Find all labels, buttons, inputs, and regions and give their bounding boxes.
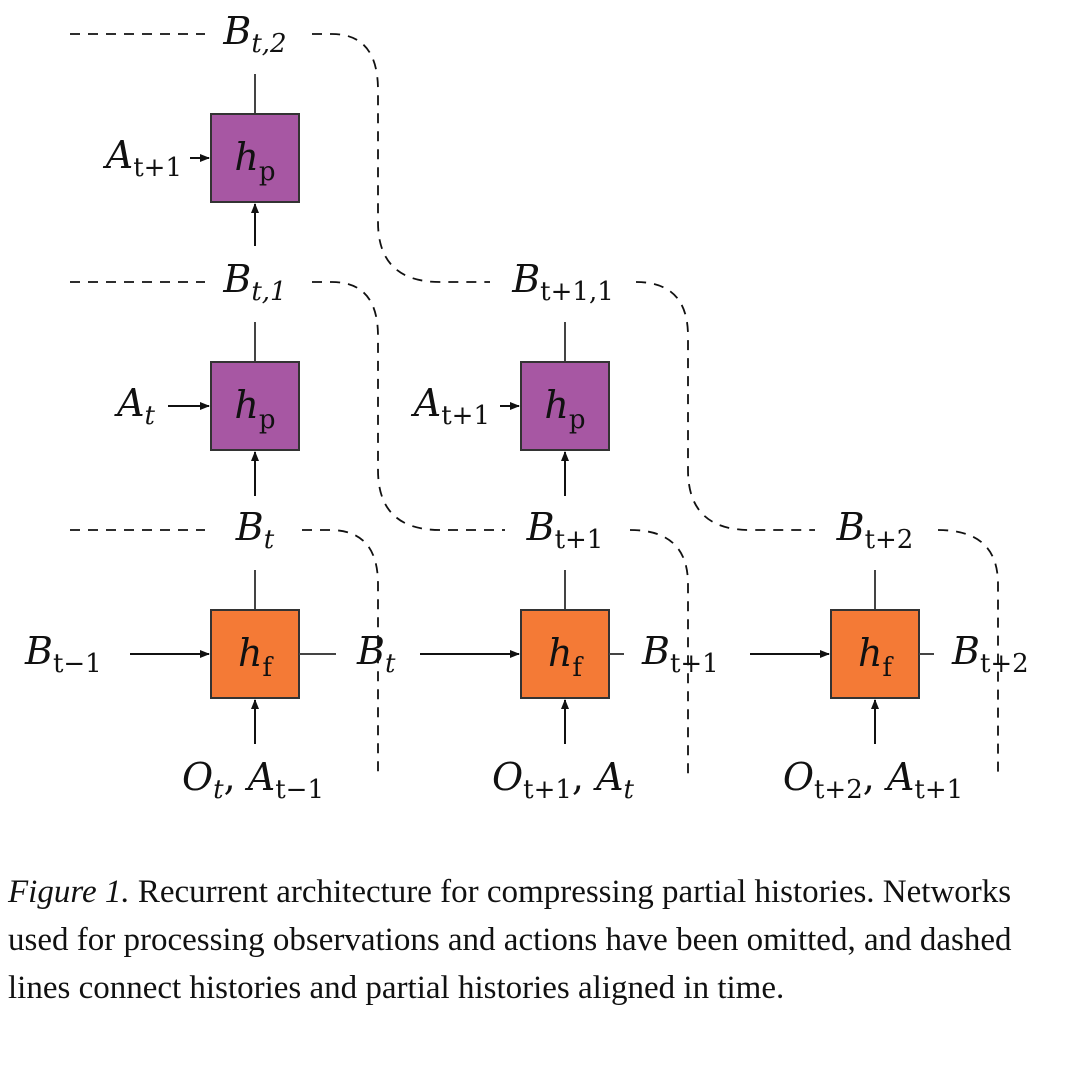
dashed-line-bt11-curve xyxy=(635,281,815,531)
caption-text: Recurrent architecture for compressing p… xyxy=(8,874,1012,1006)
label-b-tm1: Bt−1 xyxy=(24,629,102,679)
hp-node-t-2-label: hp xyxy=(234,135,275,187)
hp-node-t1-1-label: hp xyxy=(544,383,585,435)
dashed-line-bt1-curve xyxy=(312,281,505,531)
label-b-t1-out: Bt+1 xyxy=(641,629,719,679)
math-labels: Bt,2 At+1 Bt,1 Bt+1,1 At At+1 Bt Bt+1 Bt… xyxy=(24,9,1029,805)
hf-node-t xyxy=(210,609,300,699)
dashed-alignment-lines xyxy=(70,33,999,775)
hp-node-t-1-label: hp xyxy=(234,383,275,435)
figure-caption: Figure 1. Recurrent architecture for com… xyxy=(8,868,1053,1012)
label-b-t2-out: Bt+2 xyxy=(951,629,1029,679)
label-a-t: At xyxy=(114,381,155,431)
architecture-diagram: hp hp hf hp hf hf xyxy=(24,9,1029,805)
label-b-t1-1: Bt+1,1 xyxy=(511,257,614,307)
hp-node-t1-1 xyxy=(520,361,610,451)
label-obs-t1: Ot+1, At xyxy=(492,755,635,805)
column-t2: hf xyxy=(750,570,934,744)
label-b-t-2: Bt,2 xyxy=(222,9,286,59)
label-b-t-top: Bt xyxy=(235,505,275,555)
hf-node-t-label: hf xyxy=(238,631,274,683)
label-obs-t2: Ot+2, At+1 xyxy=(783,755,963,805)
label-b-t1-top: Bt+1 xyxy=(526,505,604,555)
column-t: hp hp hf xyxy=(130,74,336,744)
dashed-line-bt2-curve xyxy=(312,33,490,283)
label-b-t-out: Bt xyxy=(356,629,396,679)
hp-node-t-1 xyxy=(210,361,300,451)
hf-node-t1-label: hf xyxy=(548,631,584,683)
label-b-t2-top: Bt+2 xyxy=(836,505,914,555)
label-b-t-1: Bt,1 xyxy=(222,257,286,307)
label-a-t1-top: At+1 xyxy=(103,133,182,183)
hp-node-t-2 xyxy=(210,113,300,203)
label-a-t1-mid: At+1 xyxy=(411,381,490,431)
hf-node-t2-label: hf xyxy=(858,631,894,683)
figure-number: Figure 1. xyxy=(8,874,130,910)
column-t1: hp hf xyxy=(420,322,624,744)
label-obs-t: Ot, At−1 xyxy=(182,755,324,805)
